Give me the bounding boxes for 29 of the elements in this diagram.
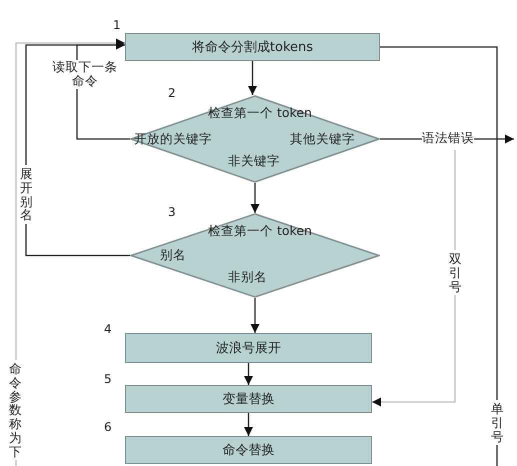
arrow: [244, 413, 253, 436]
arrow: [250, 298, 260, 333]
decision-question: 检查第一个 token: [208, 223, 312, 240]
edge-label: 双引号: [449, 250, 462, 296]
branch-label: 非关键字: [228, 153, 280, 170]
edge-label: 语法错误: [422, 131, 474, 146]
process-box: 将命令分割成tokens: [125, 33, 380, 61]
arrow: [244, 363, 253, 385]
step-number: 2: [168, 86, 176, 100]
edge-label: 展开别名: [20, 165, 32, 224]
step-number: 4: [104, 322, 112, 336]
step-number: 3: [168, 205, 176, 219]
process-box: 命令替换: [125, 436, 372, 464]
decision-diamond: [130, 95, 380, 183]
step-number: 6: [104, 420, 112, 434]
edge-label: 单引号: [491, 400, 504, 446]
branch-label: 非别名: [228, 269, 267, 286]
edge-label: 命令参数称为下: [9, 360, 22, 460]
process-box: 波浪号展开: [125, 333, 372, 363]
step-number: 5: [104, 372, 112, 386]
branch-label: 其他关键字: [290, 131, 355, 148]
branch-label: 开放的关键字: [134, 131, 212, 148]
process-box: 变量替换: [125, 385, 372, 413]
step-number: 1: [113, 18, 121, 32]
arrow: [250, 183, 260, 213]
decision-question: 检查第一个 token: [208, 105, 312, 122]
branch-label: 别名: [160, 247, 186, 264]
edge-label: 读取下一条命令: [52, 60, 118, 89]
arrow: [248, 61, 257, 95]
